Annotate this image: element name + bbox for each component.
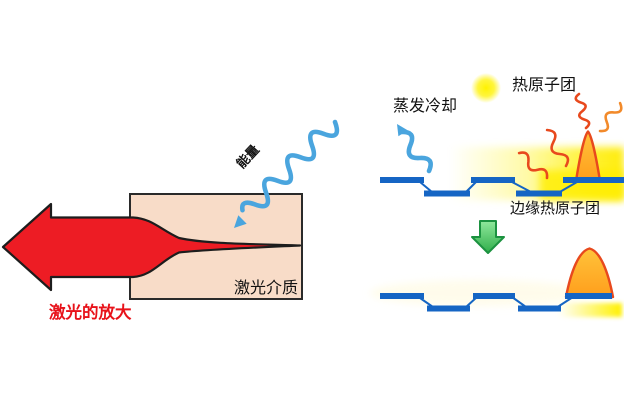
evaporative-cooling-label: 蒸发冷却	[393, 96, 458, 115]
lattice-bar	[424, 190, 470, 197]
laser-amplification-label: 激光的放大	[49, 303, 132, 322]
process-down-arrow	[471, 220, 505, 254]
lattice-bar	[471, 177, 515, 183]
energy-wave-arrowhead	[234, 215, 247, 228]
residual-heat-patch	[558, 303, 622, 317]
heat-ray-top	[574, 92, 591, 130]
lattice-bar	[427, 305, 470, 312]
heat-ray-left-high	[545, 128, 570, 168]
edge-hot-atom-peak	[574, 130, 602, 183]
edge-hot-atom-cloud-label: 边缘热原子团	[510, 199, 601, 217]
evaporation-wave-arrowhead	[397, 124, 408, 137]
hot-lattice-figure	[380, 73, 624, 197]
lattice-bar	[380, 293, 424, 299]
lattice-bar	[563, 177, 624, 183]
lattice-link	[465, 181, 477, 193]
lattice-bar	[516, 190, 562, 197]
heat-ray-left-low	[517, 151, 549, 180]
cooled-lattice-figure	[380, 247, 615, 312]
condensed-atom-peak	[564, 247, 615, 299]
energy-wave	[239, 119, 340, 213]
evaporation-wave	[398, 129, 433, 174]
laser-amplification-figure	[1, 119, 340, 300]
hot-atom-cloud-label: 热原子团	[512, 75, 577, 94]
laser-medium-label: 激光介质	[234, 278, 299, 297]
lattice-bar	[473, 293, 515, 299]
lattice-bar	[518, 305, 561, 312]
amplified-laser-arrow	[1, 202, 302, 292]
lattice-link	[511, 181, 532, 193]
lattice-bar	[380, 177, 424, 183]
lattice-link	[419, 181, 433, 193]
lattice-bar	[565, 293, 612, 299]
hot-atom-cloud-dot	[471, 73, 501, 103]
heat-ray-right	[598, 101, 623, 133]
